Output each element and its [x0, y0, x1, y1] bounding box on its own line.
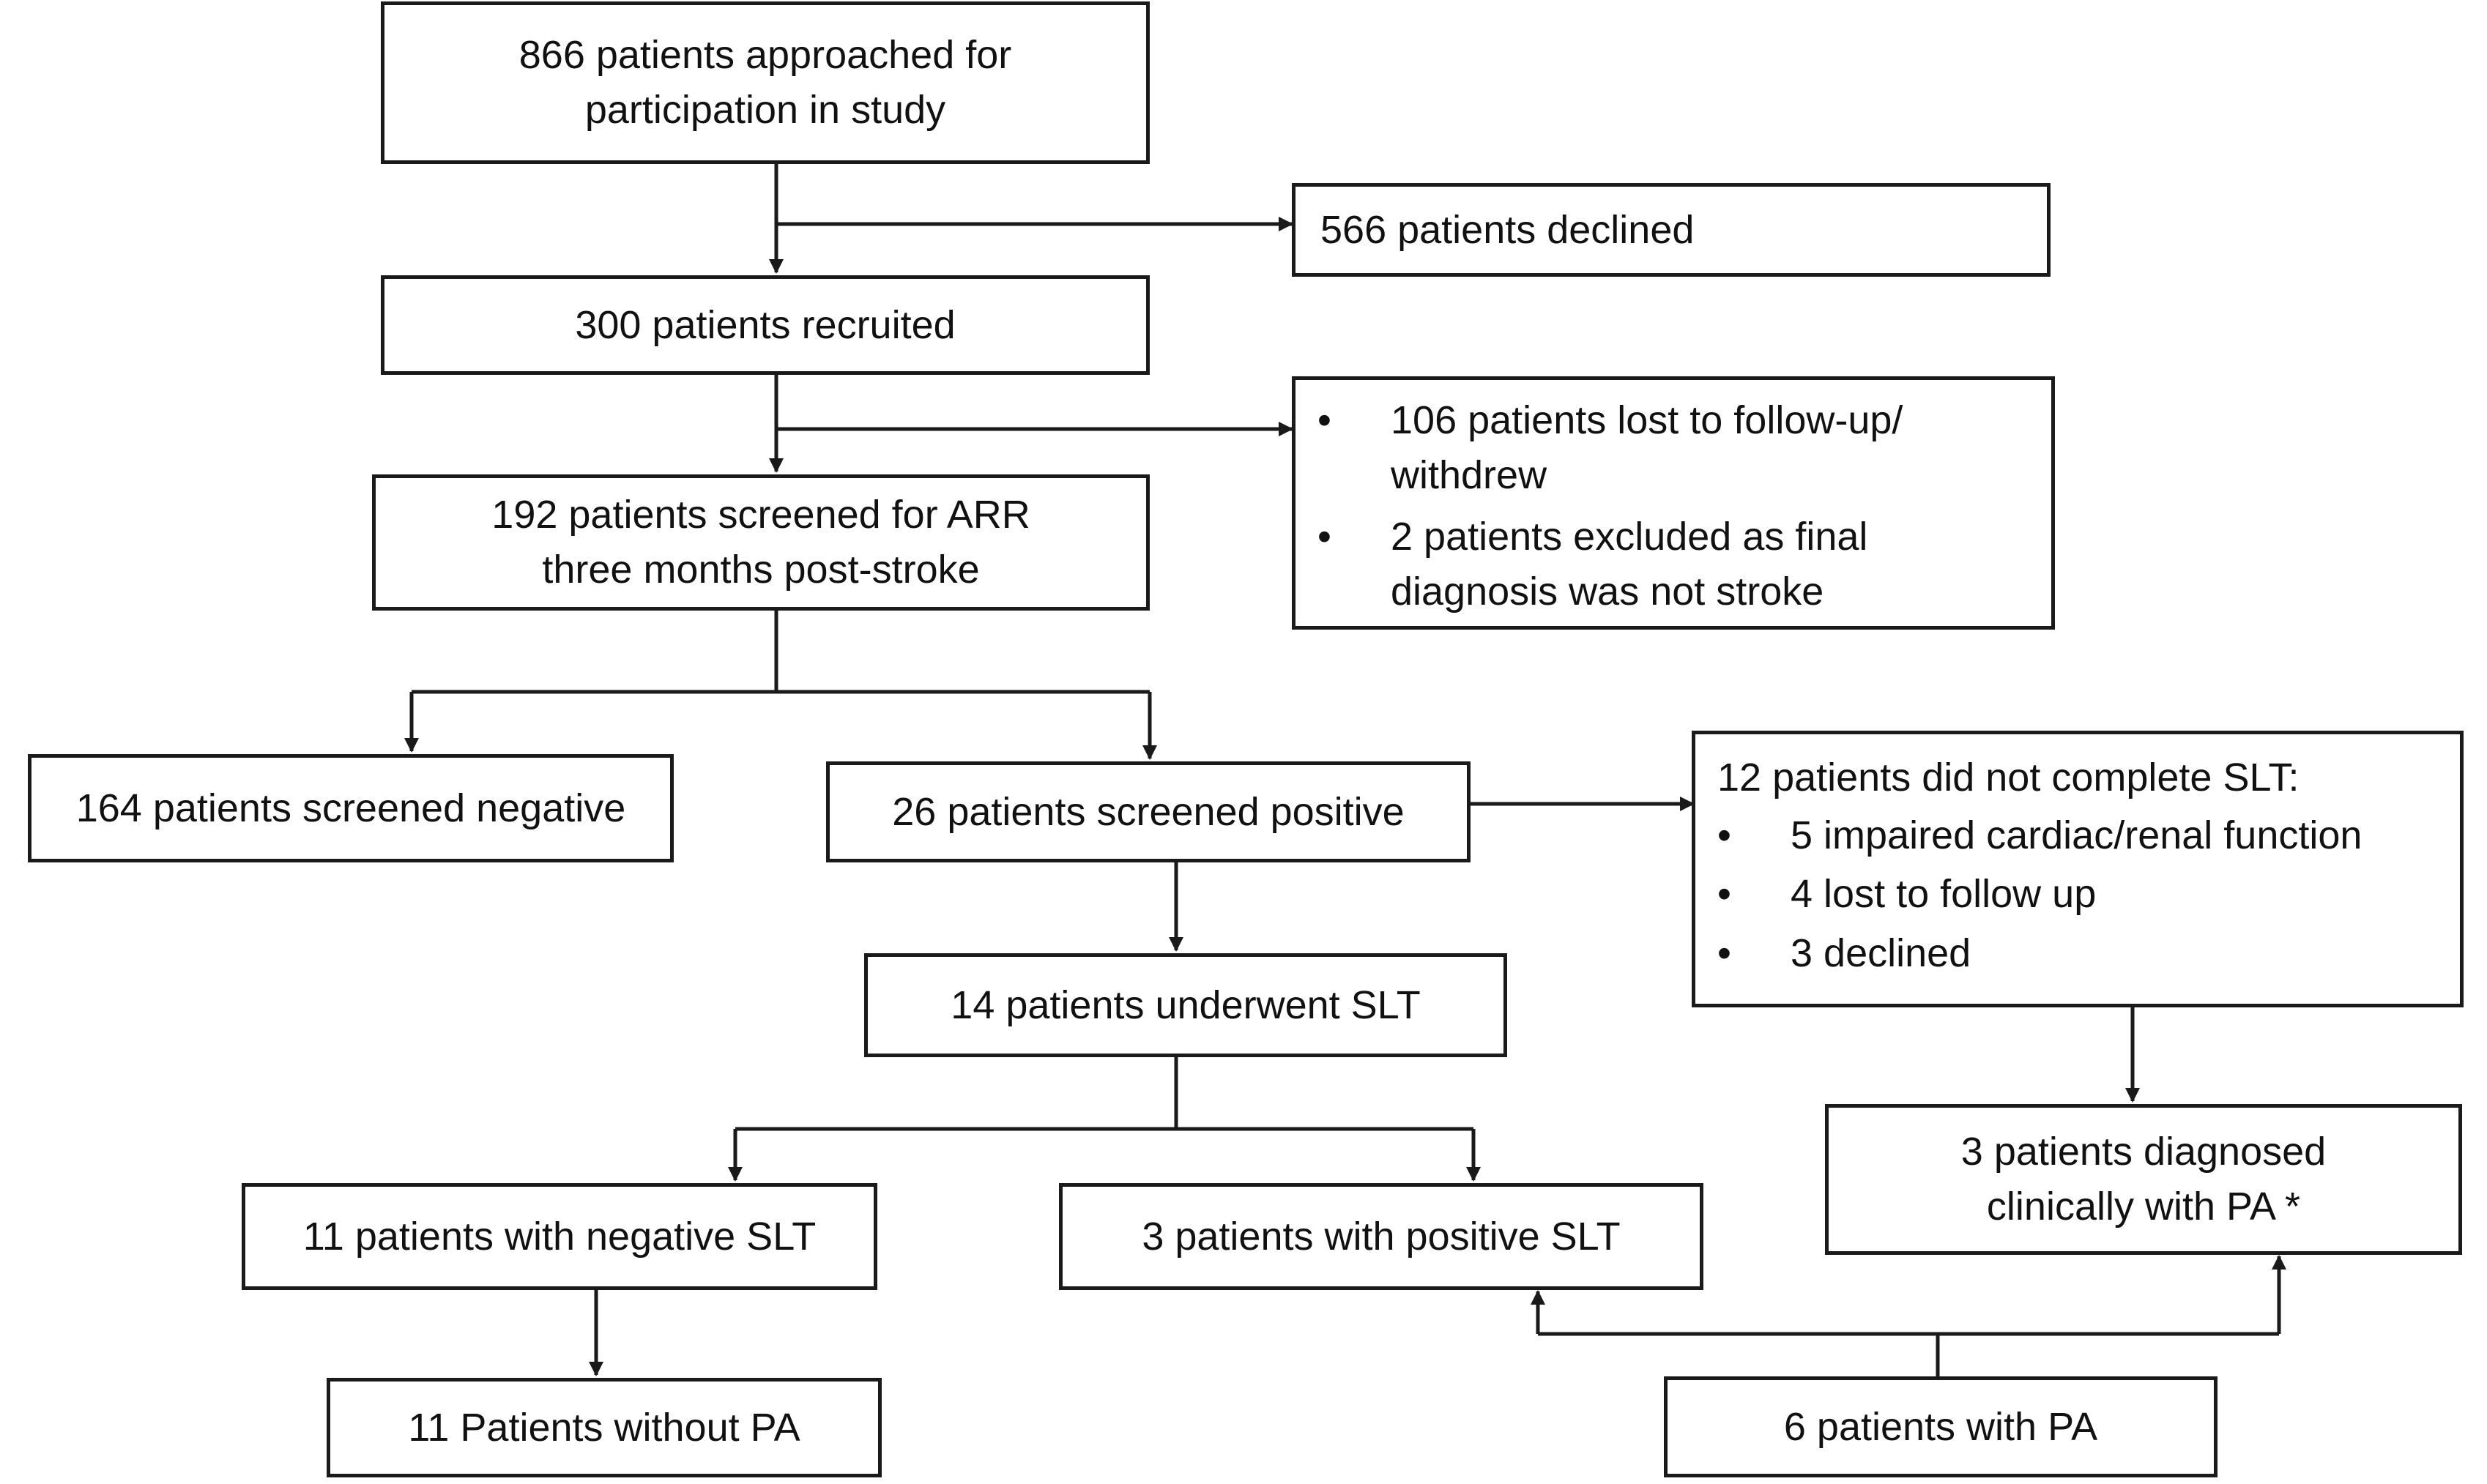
not-complete-item-2: • 4 lost to follow up — [1710, 867, 2445, 922]
negative-text: 164 patients screened negative — [75, 786, 626, 830]
excluded-line-2: diagnosis was not stroke — [1391, 569, 1824, 614]
lost-line-2: withdrew — [1391, 452, 1547, 497]
lost-excluded-box: • 106 patients lost to follow-up/ withdr… — [1292, 376, 2055, 630]
without-pa-box: 11 Patients without PA — [327, 1378, 882, 1477]
screened-line-1: 192 patients screened for ARR — [491, 493, 1030, 537]
clinical-line-2: clinically with PA * — [1986, 1185, 2301, 1228]
with-pa-text: 6 patients with PA — [1783, 1404, 2098, 1449]
excluded-item: • 2 patients excluded as final diagnosis… — [1310, 510, 2037, 619]
underwent-text: 14 patients underwent SLT — [951, 983, 1421, 1027]
with-pa-box: 6 patients with PA — [1664, 1376, 2218, 1477]
not-complete-item-2-text: 4 lost to follow up — [1791, 872, 2097, 917]
not-complete-box: 12 patients did not complete SLT: • 5 im… — [1692, 731, 2464, 1007]
pos-slt-box: 3 patients with positive SLT — [1059, 1183, 1703, 1290]
approached-line-1: 866 patients approached for — [518, 33, 1012, 78]
lost-item: • 106 patients lost to follow-up/ withdr… — [1310, 393, 2037, 502]
screened-line-2: three months post-stroke — [542, 548, 980, 592]
bullet-icon: • — [1717, 813, 1731, 857]
excluded-line-1: 2 patients excluded as final — [1391, 515, 1868, 559]
lost-line-1: 106 patients lost to follow-up/ — [1391, 398, 1903, 442]
bullet-icon: • — [1317, 398, 1331, 442]
declined-box: 566 patients declined — [1292, 183, 2051, 277]
pos-slt-text: 3 patients with positive SLT — [1142, 1214, 1621, 1259]
recruited-text: 300 patients recruited — [575, 302, 956, 347]
bullet-icon: • — [1317, 515, 1331, 559]
neg-slt-box: 11 patients with negative SLT — [242, 1183, 877, 1290]
clinical-box: 3 patients diagnosed clinically with PA … — [1825, 1104, 2462, 1255]
without-pa-text: 11 Patients without PA — [408, 1405, 800, 1450]
bullet-icon: • — [1717, 931, 1731, 975]
not-complete-head: 12 patients did not complete SLT: — [1717, 756, 2300, 799]
not-complete-item-1-text: 5 impaired cardiac/renal function — [1791, 813, 2363, 857]
not-complete-item-3: • 3 declined — [1710, 926, 2445, 981]
positive-text: 26 patients screened positive — [892, 789, 1405, 834]
not-complete-item-3-text: 3 declined — [1791, 931, 1971, 975]
positive-box: 26 patients screened positive — [826, 761, 1471, 862]
declined-text: 566 patients declined — [1320, 207, 1695, 252]
screened-box: 192 patients screened for ARR three mont… — [372, 474, 1150, 611]
approached-box: 866 patients approached for participatio… — [381, 1, 1150, 164]
bullet-icon: • — [1717, 872, 1731, 917]
neg-slt-text: 11 patients with negative SLT — [302, 1214, 817, 1259]
not-complete-item-1: • 5 impaired cardiac/renal function — [1710, 808, 2445, 863]
underwent-box: 14 patients underwent SLT — [864, 953, 1507, 1057]
negative-box: 164 patients screened negative — [28, 754, 674, 862]
approached-line-2: participation in study — [584, 88, 946, 132]
recruited-box: 300 patients recruited — [381, 275, 1150, 375]
clinical-line-1: 3 patients diagnosed — [1960, 1130, 2327, 1174]
